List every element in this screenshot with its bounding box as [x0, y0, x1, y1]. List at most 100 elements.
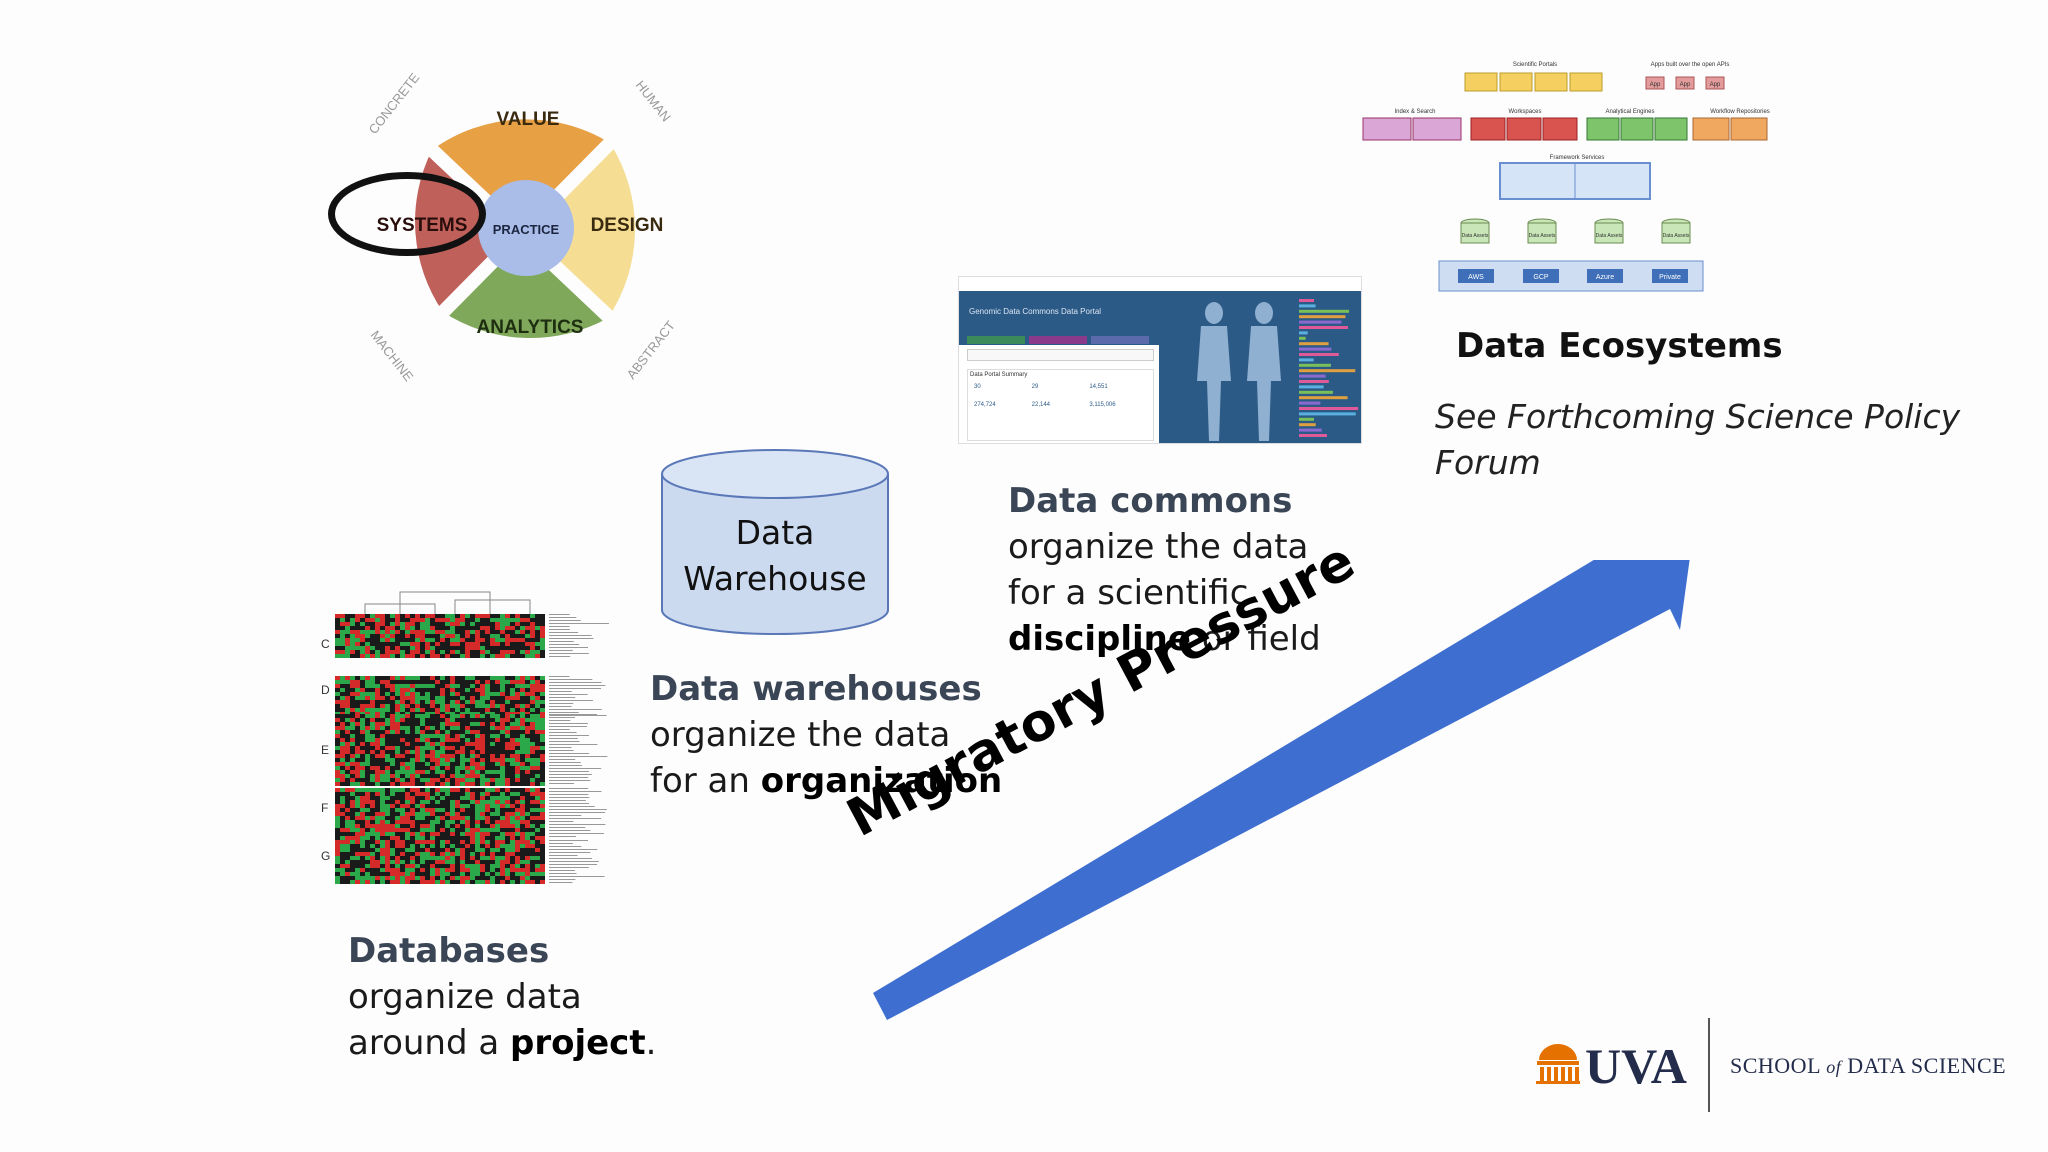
heatmap-cell	[510, 618, 515, 622]
heatmap-cell	[415, 788, 420, 792]
heatmap-cell	[475, 738, 480, 742]
portal-title: Genomic Data Commons Data Portal	[969, 307, 1102, 316]
heatmap-cell	[385, 766, 390, 770]
heatmap-cell	[470, 812, 475, 816]
heatmap-cell	[410, 642, 415, 646]
heatmap-cell	[480, 788, 485, 792]
heatmap-cell	[390, 634, 395, 638]
heatmap-cell	[360, 630, 365, 634]
heatmap-cell	[425, 788, 430, 792]
heatmap-cell	[460, 642, 465, 646]
heatmap-cell	[535, 872, 540, 876]
heatmap-cell	[450, 642, 455, 646]
heatmap-cell	[470, 816, 475, 820]
heatmap-cell	[415, 708, 420, 712]
heatmap-cell	[475, 824, 480, 828]
heatmap-cell	[520, 704, 525, 708]
heatmap-cell	[480, 758, 485, 762]
heatmap-cell	[520, 788, 525, 792]
heatmap-cell	[340, 800, 345, 804]
heatmap-cell	[485, 820, 490, 824]
heatmap-cell	[385, 800, 390, 804]
heatmap-cell	[495, 750, 500, 754]
gene-label-mark	[549, 812, 606, 813]
heatmap-cell	[480, 766, 485, 770]
heatmap-cell	[430, 848, 435, 852]
heatmap-cell	[480, 836, 485, 840]
heatmap-cell	[445, 734, 450, 738]
heatmap-cell	[505, 618, 510, 622]
heatmap-cell	[370, 800, 375, 804]
heatmap-cell	[505, 808, 510, 812]
heatmap-cell	[365, 700, 370, 704]
heatmap-cell	[445, 868, 450, 872]
heatmap-cell	[475, 864, 480, 868]
heatmap-cell	[425, 634, 430, 638]
heatmap-cell	[425, 750, 430, 754]
heatmap-cell	[395, 828, 400, 832]
heatmap-cell	[450, 868, 455, 872]
heatmap-cell	[520, 614, 525, 618]
heatmap-cell	[445, 876, 450, 880]
heatmap-cell	[500, 808, 505, 812]
heatmap-cell	[460, 832, 465, 836]
heatmap-cell	[405, 680, 410, 684]
heatmap-cell	[430, 800, 435, 804]
heatmap-cell	[470, 718, 475, 722]
heatmap-cell	[455, 788, 460, 792]
heatmap-cell	[455, 868, 460, 872]
portal-bar	[1299, 396, 1348, 400]
heatmap-cell	[505, 730, 510, 734]
heatmap-cell	[385, 718, 390, 722]
heatmap-cell	[390, 700, 395, 704]
heatmap-cell	[475, 704, 480, 708]
heatmap-cell	[520, 836, 525, 840]
heatmap-cell	[360, 684, 365, 688]
heatmap-cell	[335, 778, 340, 782]
heatmap-cell	[510, 788, 515, 792]
heatmap-cell	[435, 788, 440, 792]
heatmap-cell	[400, 800, 405, 804]
heatmap-cell	[420, 654, 425, 658]
heatmap-cell	[385, 714, 390, 718]
heatmap-cell	[505, 654, 510, 658]
gene-label-mark	[549, 806, 595, 807]
heatmap-cell	[435, 778, 440, 782]
heatmap-cell	[400, 622, 405, 626]
heatmap-cell	[475, 642, 480, 646]
heatmap-cell	[535, 650, 540, 654]
heatmap-cell	[385, 734, 390, 738]
heatmap-cell	[430, 750, 435, 754]
heatmap-cell	[430, 860, 435, 864]
heatmap-cell	[500, 684, 505, 688]
heatmap-cell	[505, 852, 510, 856]
heatmap-cell	[470, 688, 475, 692]
heatmap-cell	[340, 688, 345, 692]
heatmap-cell	[510, 734, 515, 738]
heatmap-cell	[395, 812, 400, 816]
heatmap-cell	[385, 782, 390, 786]
heatmap-cell	[405, 730, 410, 734]
heatmap-cell	[505, 630, 510, 634]
heatmap-cell	[335, 848, 340, 852]
heatmap-cell	[355, 642, 360, 646]
heatmap-cell	[415, 868, 420, 872]
heatmap-cell	[360, 880, 365, 884]
heatmap-cell	[515, 792, 520, 796]
heatmap-cell	[350, 872, 355, 876]
heatmap-cell	[395, 782, 400, 786]
heatmap-cell	[525, 778, 530, 782]
heatmap-cell	[345, 680, 350, 684]
heatmap-cell	[350, 688, 355, 692]
heatmap-cell	[380, 856, 385, 860]
gene-label-mark	[549, 840, 589, 841]
heatmap-cell	[445, 676, 450, 680]
heatmap-cell	[465, 812, 470, 816]
heatmap-cell	[415, 680, 420, 684]
heatmap-cell	[465, 828, 470, 832]
heatmap-cell	[380, 622, 385, 626]
heatmap-cell	[450, 696, 455, 700]
portal-bar	[1299, 412, 1356, 416]
heatmap-cell	[340, 684, 345, 688]
heatmap-cell	[405, 754, 410, 758]
